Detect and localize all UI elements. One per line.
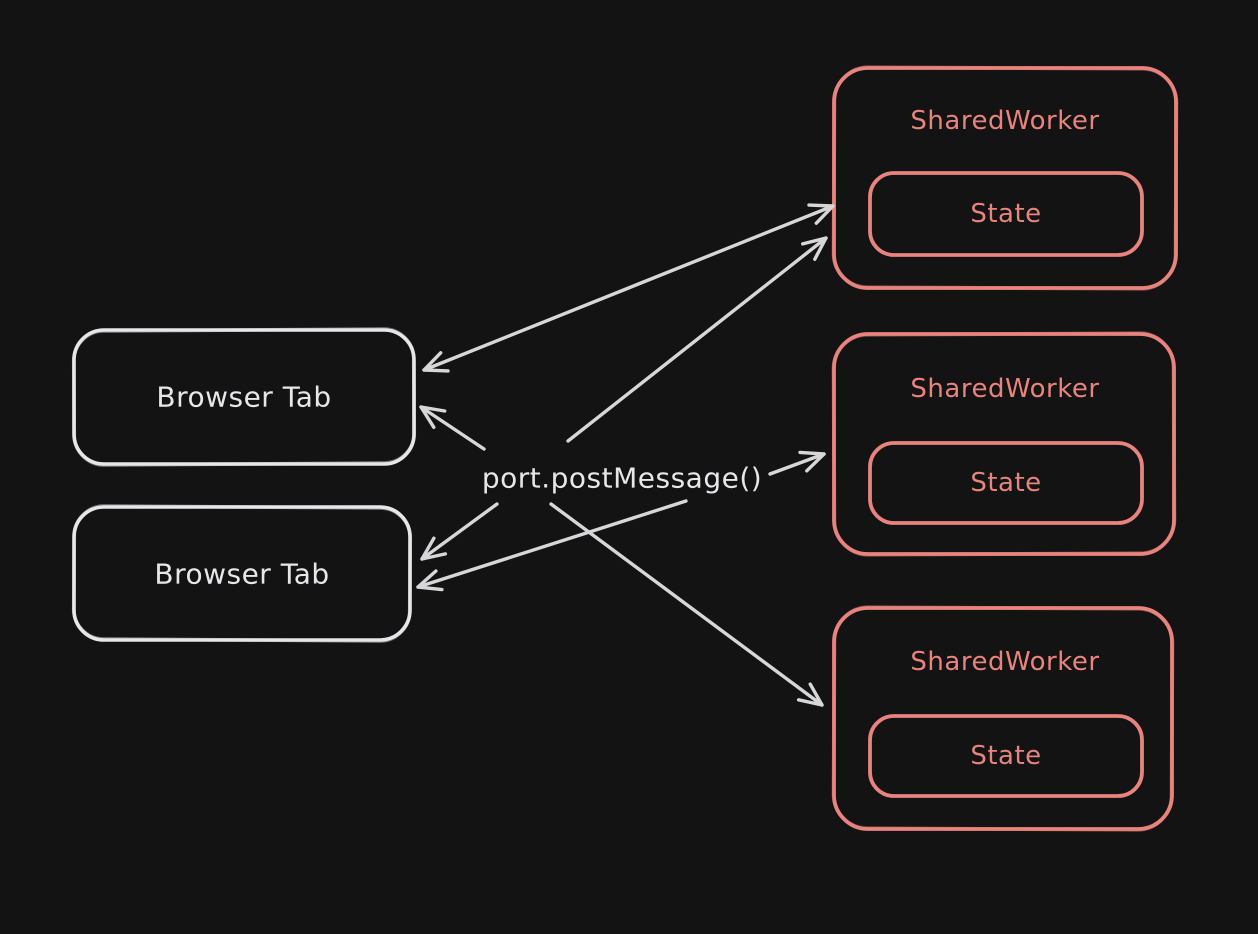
browser-tab-2-label: Browser Tab — [154, 558, 329, 591]
arrow-label-tab2-upper[interactable] — [420, 502, 499, 561]
shared-worker-2-state-label: State — [970, 468, 1041, 498]
arrow-label-worker1[interactable] — [566, 236, 828, 443]
shared-worker-1-box — [832, 66, 1178, 290]
browser-tab-1[interactable]: Browser Tab — [71, 327, 417, 467]
arrow-label-worker3[interactable] — [549, 502, 824, 707]
arrowhead-at-worker3 — [796, 682, 824, 707]
browser-tab-2-box — [72, 505, 412, 642]
shared-worker-3-state-box — [868, 714, 1144, 798]
arrowhead-at-tab1 — [422, 351, 450, 373]
arrowhead-at-worker1-lower — [801, 236, 828, 261]
shared-worker-1-label: SharedWorker — [910, 106, 1099, 136]
arrow-tab1-worker1[interactable] — [422, 203, 835, 373]
shared-worker-3-box — [832, 606, 1174, 831]
browser-tab-1-box — [72, 328, 416, 466]
arrow-label-tab1[interactable] — [419, 405, 486, 451]
shared-worker-1[interactable]: SharedWorker State — [831, 65, 1179, 291]
shared-worker-2-box — [832, 332, 1176, 556]
shared-worker-3[interactable]: SharedWorker State — [831, 605, 1175, 832]
shared-worker-2[interactable]: SharedWorker State — [831, 331, 1177, 557]
shared-worker-2-state-box — [868, 441, 1144, 525]
arrow-label-worker2[interactable] — [768, 450, 826, 476]
shared-worker-2-label: SharedWorker — [910, 374, 1099, 404]
browser-tab-1-label: Browser Tab — [156, 381, 331, 414]
browser-tab-2[interactable]: Browser Tab — [71, 504, 413, 643]
shared-worker-3-state-label: State — [970, 741, 1041, 771]
arrowhead-at-tab1-lower — [419, 405, 447, 429]
arrow-label-tab2-lower[interactable] — [416, 499, 688, 592]
arrowhead-at-worker1 — [807, 203, 835, 225]
shared-worker-1-state-box — [868, 171, 1144, 257]
arrowhead-at-worker2 — [798, 450, 826, 473]
center-label: port.postMessage() — [482, 462, 762, 495]
arrowhead-at-tab2-lower — [416, 569, 444, 592]
arrowhead-at-tab2-upper — [420, 536, 448, 561]
center-label-node[interactable]: port.postMessage() — [482, 462, 762, 495]
shared-worker-3-label: SharedWorker — [910, 647, 1099, 677]
shared-worker-1-state-label: State — [970, 199, 1041, 229]
